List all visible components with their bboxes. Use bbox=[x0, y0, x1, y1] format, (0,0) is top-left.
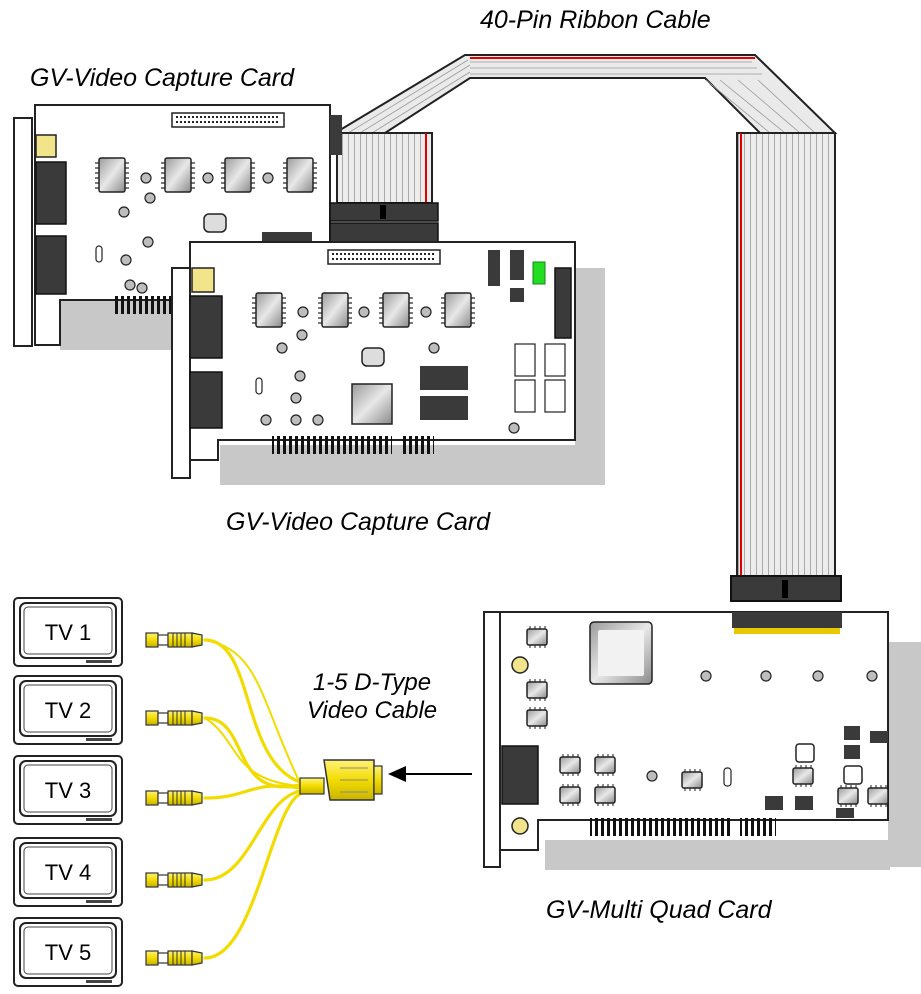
tv-list: TV 1 TV 2 TV 3 TV 4 TV 5 bbox=[14, 598, 122, 986]
rca-connector-icon bbox=[146, 873, 202, 887]
d-type-connector-icon bbox=[300, 760, 382, 800]
tv-monitor: TV 4 bbox=[14, 838, 122, 906]
tv-monitor: TV 3 bbox=[14, 756, 122, 824]
rca-connector-icon bbox=[146, 711, 202, 725]
dtype-cable-label-line1: 1-5 D-Type bbox=[313, 669, 431, 696]
video-cables bbox=[205, 640, 300, 958]
capture-card-bottom-label: GV-Video Capture Card bbox=[226, 508, 491, 536]
tv-label: TV 1 bbox=[45, 620, 91, 645]
tv-label: TV 2 bbox=[45, 698, 91, 723]
tv-monitor: TV 1 bbox=[14, 598, 122, 666]
tv-label: TV 5 bbox=[45, 940, 91, 965]
capture-card-top-label: GV-Video Capture Card bbox=[30, 64, 295, 92]
multi-quad-card bbox=[484, 612, 921, 870]
rca-connector-icon bbox=[146, 633, 202, 647]
tv-monitor: TV 5 bbox=[14, 918, 122, 986]
ribbon-cable-label: 40-Pin Ribbon Cable bbox=[480, 6, 711, 34]
arrow-left-icon bbox=[388, 766, 472, 782]
tv-label: TV 3 bbox=[45, 778, 91, 803]
capture-card-bottom bbox=[172, 242, 605, 485]
tv-label: TV 4 bbox=[45, 860, 91, 885]
rca-connector-icon bbox=[146, 951, 202, 965]
multi-quad-card-label: GV-Multi Quad Card bbox=[546, 896, 773, 924]
dtype-cable-label-line2: Video Cable bbox=[307, 697, 437, 724]
rca-connector-icon bbox=[146, 791, 202, 805]
rca-connectors bbox=[146, 633, 202, 965]
tv-monitor: TV 2 bbox=[14, 676, 122, 744]
